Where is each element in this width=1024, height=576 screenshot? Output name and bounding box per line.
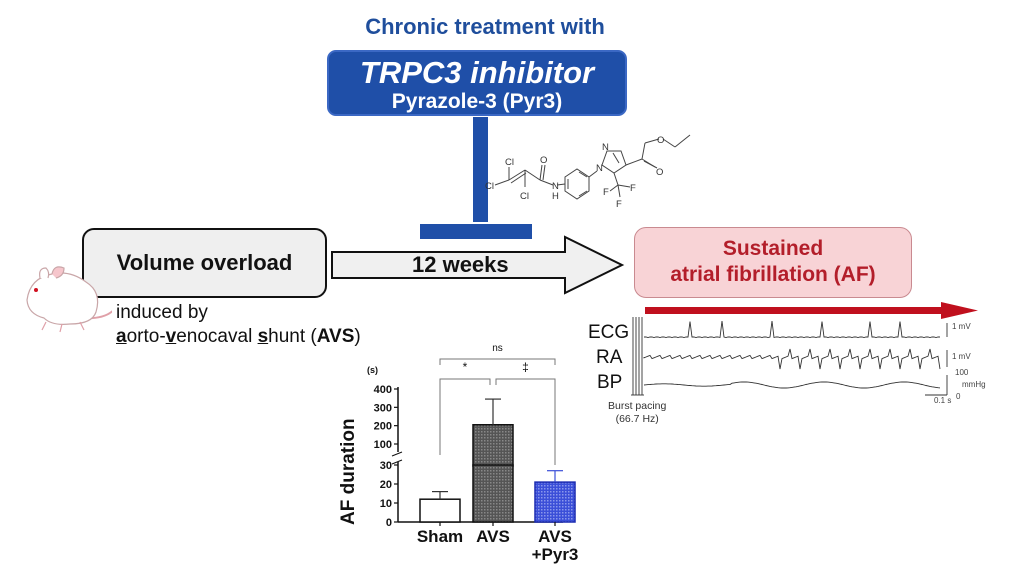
avs-letter-s: s	[257, 326, 269, 347]
y-tick-label: 20	[380, 479, 392, 491]
inhibition-bar	[420, 224, 532, 239]
avs-letter-v: v	[165, 326, 177, 347]
timeline-arrow-icon	[331, 235, 625, 295]
ecg-label: ECG	[588, 322, 630, 343]
y-tick-label: 0	[386, 517, 392, 529]
atom-label: Cl	[505, 157, 514, 168]
atom-label: O	[540, 155, 547, 166]
atom-label: Cl	[485, 181, 494, 192]
mouse-eye	[34, 288, 38, 292]
x-category-label: +Pyr3	[532, 545, 579, 564]
y-tick-label: 200	[374, 421, 392, 433]
significance-bracket	[439, 358, 556, 365]
bar-lower	[472, 464, 514, 523]
mouse-icon	[26, 266, 112, 333]
significance-bracket	[495, 378, 556, 465]
axis-break-mark	[391, 451, 403, 457]
sustained-af-box: Sustained atrial fibrillation (AF)	[634, 227, 912, 298]
duration-label: 12 weeks	[412, 252, 509, 277]
bp-trace	[643, 381, 941, 389]
burst-pacing-text: Burst pacing	[608, 400, 667, 412]
volume-overload-label: Volume overload	[116, 250, 293, 275]
bar	[419, 498, 461, 523]
drug-class-label: TRPC3 inhibitor	[359, 55, 595, 90]
burst-pacing-label: Burst pacing (66.7 Hz)	[608, 400, 666, 426]
axis-break-mark	[391, 459, 403, 465]
ra-scale: 1 mV	[952, 352, 971, 361]
ra-trace	[643, 348, 941, 370]
significance-bracket	[439, 378, 491, 455]
bp-scale-unit: mmHg	[962, 380, 986, 389]
bp-label: BP	[597, 372, 623, 393]
af-line2: atrial fibrillation (AF)	[670, 263, 876, 286]
y-tick-label: 100	[374, 439, 392, 451]
x-category-label: AVS	[476, 527, 510, 546]
trpc3-inhibitor-box: TRPC3 inhibitor Pyrazole-3 (Pyr3)	[327, 50, 627, 116]
y-tick-label: 10	[380, 498, 392, 510]
atom-label: F	[630, 183, 636, 194]
avs-text: orto-	[126, 326, 166, 347]
inhibition-stem	[473, 117, 488, 222]
avs-text: enocaval	[176, 326, 258, 347]
bp-scale-min: 0	[956, 392, 961, 401]
avs-text: hunt (	[268, 326, 317, 347]
af-duration-arrow-icon	[645, 302, 978, 319]
treatment-title: Chronic treatment with	[365, 14, 605, 39]
avs-text: )	[354, 326, 361, 347]
y-tick-label: 400	[374, 384, 392, 396]
avs-abbrev: AVS	[316, 326, 355, 347]
bar-upper	[472, 424, 514, 467]
atom-label: Cl	[520, 191, 529, 202]
atom-label: N	[596, 163, 603, 174]
y-tick-label: 30	[380, 460, 392, 472]
atom-label: F	[603, 187, 609, 198]
avs-label: aorto-venocaval shunt (AVS)	[116, 325, 361, 349]
x-category-label: Sham	[417, 527, 463, 546]
x-category-label: AVS	[538, 527, 572, 546]
bar	[534, 481, 576, 523]
pyr3-structure-icon: Cl Cl Cl O N H N N O O F F F	[485, 134, 691, 210]
y-axis-unit: (s)	[367, 365, 378, 375]
time-scale: 0.1 s	[934, 396, 952, 405]
significance-label: ns	[492, 343, 503, 354]
atom-label: O	[657, 135, 664, 146]
atom-label: F	[616, 199, 622, 210]
atom-label: O	[656, 167, 663, 178]
bp-scale-max: 100	[955, 368, 969, 377]
atom-label: N	[552, 181, 559, 192]
induction-description: induced by aorto-venocaval shunt (AVS)	[116, 301, 361, 349]
avs-letter-a: a	[116, 326, 127, 347]
volume-overload-box: Volume overload	[82, 228, 327, 298]
ecg-trace	[644, 320, 940, 339]
atom-label: H	[552, 191, 559, 202]
y-axis-label: AF duration	[338, 418, 359, 525]
induced-by-label: induced by	[116, 302, 208, 323]
ecg-scale: 1 mV	[952, 322, 971, 331]
ra-label: RA	[596, 347, 623, 368]
burst-frequency-text: (66.7 Hz)	[615, 413, 659, 425]
ecg-ra-bp-traces	[631, 317, 948, 396]
atom-label: N	[602, 142, 609, 153]
significance-label: ‡	[522, 360, 529, 374]
y-tick-label: 300	[374, 402, 392, 414]
significance-label: *	[463, 360, 468, 374]
af-line1: Sustained	[722, 237, 824, 260]
drug-name-label: Pyrazole-3 (Pyr3)	[391, 90, 563, 113]
